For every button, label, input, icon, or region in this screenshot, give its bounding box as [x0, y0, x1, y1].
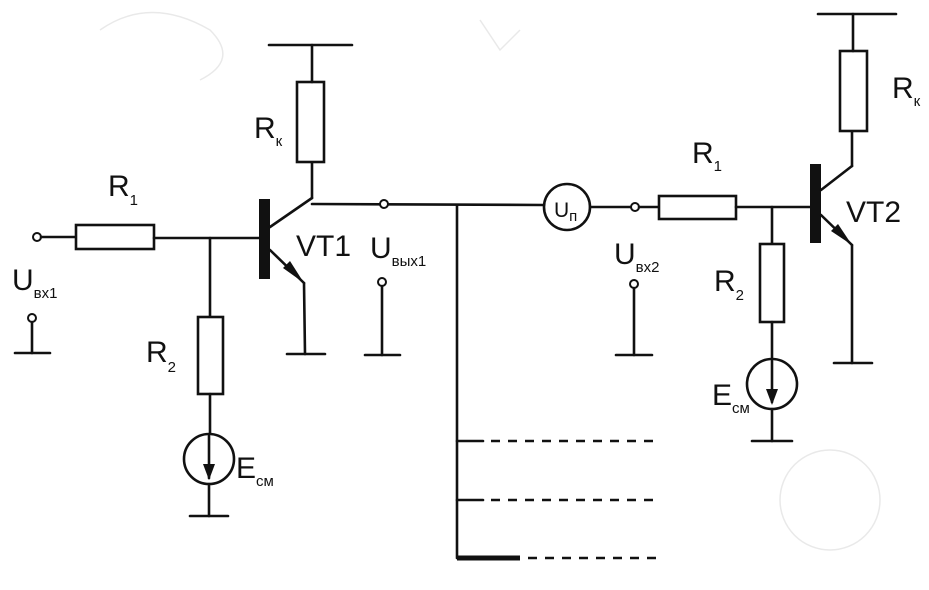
label-r2-stage1: R2 [146, 336, 176, 376]
bus-branches [455, 203, 660, 561]
label-uout1: Uвых1 [370, 232, 426, 270]
resistor-r1-stage1 [74, 223, 156, 251]
label-rk-stage1: Rк [254, 112, 283, 150]
label-uin2: Uвх2 [614, 238, 659, 276]
label-r1-stage1: R1 [108, 170, 138, 209]
resistor-r2-stage1 [196, 315, 225, 396]
resistor-rk-stage1 [295, 80, 326, 164]
resistor-rk-stage2 [838, 49, 869, 133]
label-uin1: Uвх1 [12, 264, 57, 302]
output-terminal-1[interactable] [379, 199, 389, 209]
scan-artifacts [99, 11, 881, 551]
label-ecm-stage1: Eсм [236, 452, 274, 490]
stage-2: Rк R1 R2 VT2 Eсм Uвх2 [614, 12, 921, 443]
transistor-vt1-collector [268, 196, 314, 229]
transistor-vt1-base-bar [259, 199, 270, 279]
resistor-r1-stage2 [657, 194, 738, 221]
resistor-r2-stage2 [758, 242, 786, 324]
coupling-source: Uп [542, 182, 632, 232]
label-vt2: VT2 [846, 196, 901, 229]
output-bus-wire [310, 202, 546, 207]
stage-1: Rк R1 R2 VT1 Eсм Uвх1 Uвых1 [12, 43, 546, 518]
label-vt1: VT1 [296, 230, 351, 263]
label-un: Uп [554, 199, 577, 225]
label-rk-stage2: Rк [892, 72, 921, 110]
label-r1-stage2: R1 [692, 137, 722, 175]
transistor-vt2-base-bar [810, 164, 821, 243]
label-r2-stage2: R2 [714, 265, 744, 304]
transistor-vt2-collector [819, 164, 854, 192]
label-ecm-stage2: Eсм [712, 379, 750, 417]
